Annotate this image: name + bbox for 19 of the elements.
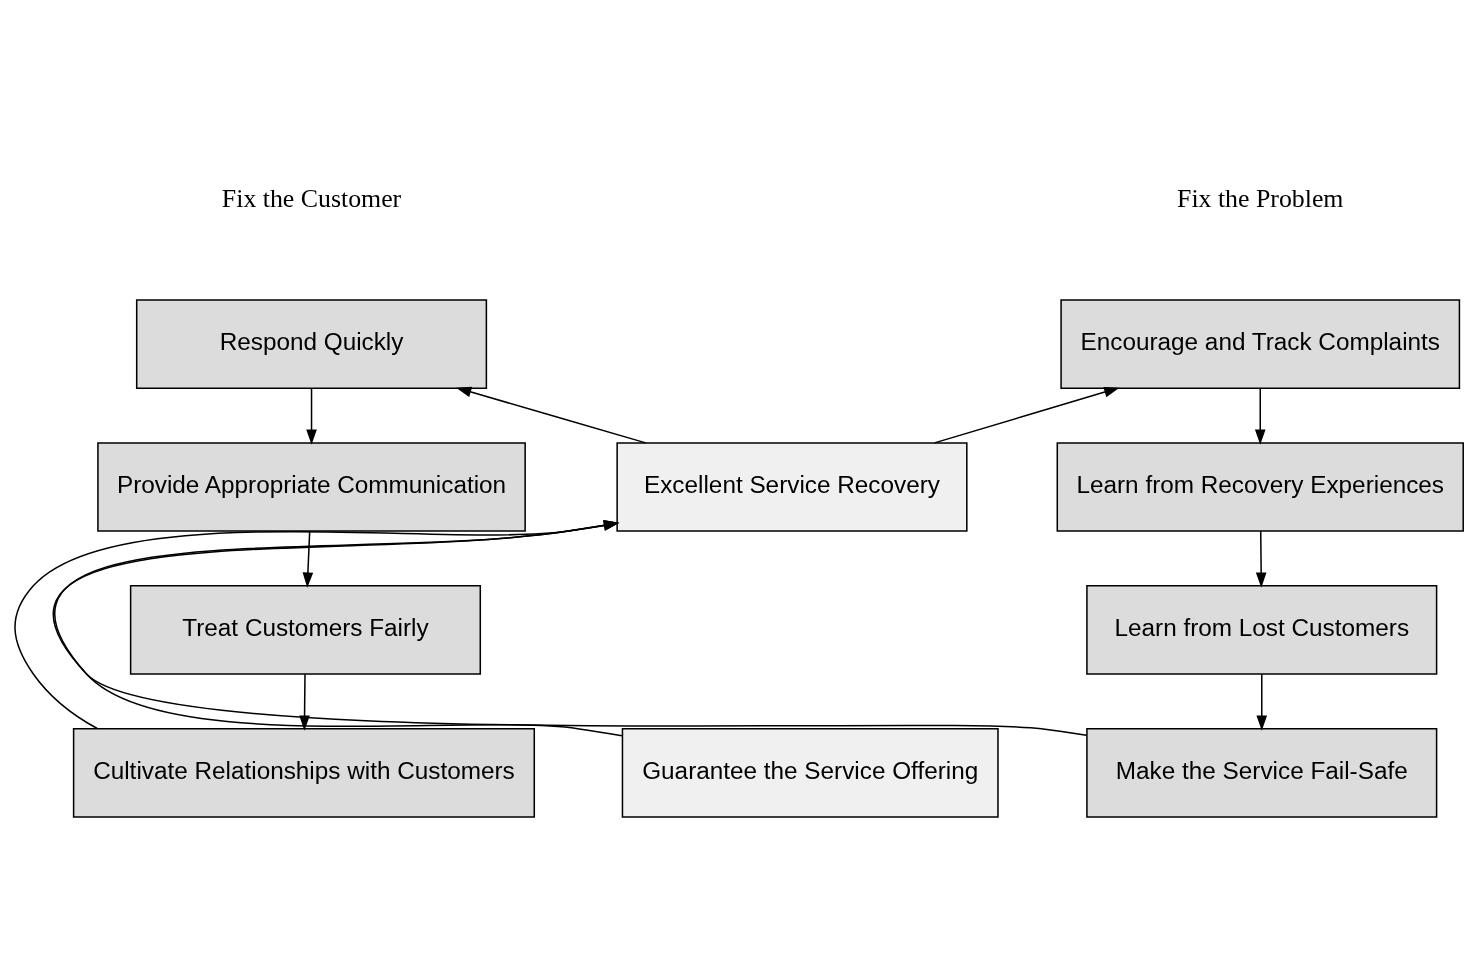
node-box: Learn from Lost Customers [1086,584,1438,675]
arrow [1254,387,1266,445]
arrow [306,387,317,445]
node-box: Encourage and Track Complaints [1060,298,1461,389]
arrow [1256,672,1268,731]
label: Fix the Problem [1177,183,1344,213]
arrow [1255,530,1267,588]
arrow [933,386,1120,444]
node-box: Cultivate Relationships with Customers [72,727,536,818]
node-box: Make the Service Fail-Safe [1086,727,1438,818]
node-box: Treat Customers Fairly [129,584,482,675]
label: Fix the Customer [221,183,402,213]
node-box: Learn from Recovery Experiences [1056,441,1464,532]
node-box: Respond Quickly [135,298,488,389]
arrow [456,386,647,444]
node-box: Excellent Service Recovery [616,441,968,532]
node-box: Guarantee the Service Offering [621,727,999,818]
node-box: Provide Appropriate Communication [97,441,526,532]
arrow [302,530,314,588]
